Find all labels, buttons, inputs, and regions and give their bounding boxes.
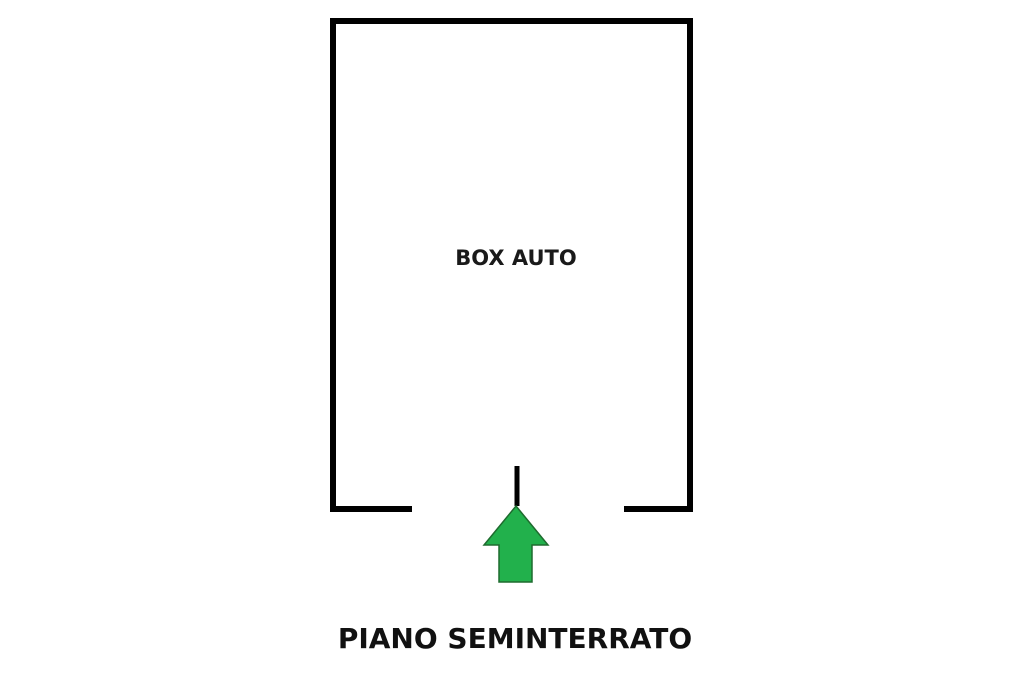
wall-left-top-right — [330, 18, 693, 512]
floor-label: PIANO SEMINTERRATO — [338, 622, 692, 655]
room-label: BOX AUTO — [455, 246, 576, 270]
garage-walls — [330, 18, 693, 512]
up-arrow-icon — [482, 504, 550, 583]
